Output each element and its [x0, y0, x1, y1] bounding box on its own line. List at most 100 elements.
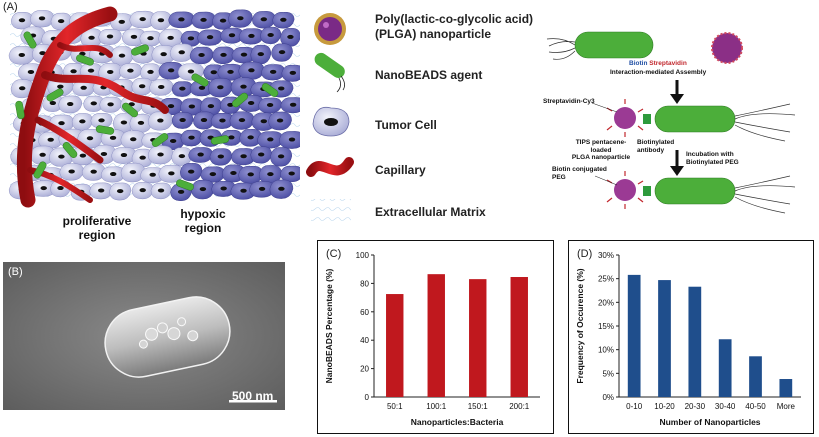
chart-d-x-tick-label: 20-30: [685, 402, 706, 411]
chart-c-bar: [386, 294, 404, 397]
cell-nucleus: [237, 16, 244, 21]
tumor-cell-icon: [312, 106, 350, 137]
nanobeads-bacterium: [232, 92, 248, 108]
nanobeads-bacterium: [62, 142, 78, 158]
cell-nucleus: [118, 19, 125, 24]
legend-ecm-text: Extracellular Matrix: [375, 205, 486, 219]
cell-nucleus: [260, 119, 267, 124]
cell-nucleus: [178, 154, 186, 159]
cell-nucleus: [80, 85, 87, 90]
cell-nucleus: [267, 33, 274, 38]
tumor-tissue-illustration: [8, 6, 300, 208]
nanobeads-bacterium: [15, 100, 25, 120]
cell-nucleus: [206, 35, 214, 40]
chart-d-x-axis-label: Number of Nanoparticles: [659, 417, 760, 427]
cell-nucleus: [288, 171, 295, 176]
cell-nucleus: [157, 188, 165, 193]
cell-nucleus: [289, 70, 297, 75]
bacterium-middle: [654, 103, 796, 142]
cell-nucleus: [287, 34, 294, 39]
chart-c-y-tick-label: 80: [360, 279, 369, 288]
proliferative-region-label: proliferative region: [62, 214, 132, 242]
cell-nucleus: [129, 170, 137, 175]
chart-c-bar: [469, 279, 487, 397]
chart-c-y-tick-label: 60: [360, 308, 369, 317]
chart-d-x-tick-label: 40-50: [745, 402, 766, 411]
cell-nucleus: [289, 102, 297, 107]
nanobeads-bacterium: [95, 125, 115, 135]
cell-nucleus: [49, 101, 57, 106]
cell-nucleus: [188, 135, 195, 140]
cell-nucleus: [228, 33, 236, 38]
cell-nucleus: [87, 68, 95, 73]
cell-nucleus: [157, 18, 165, 23]
cell-nucleus: [248, 68, 255, 73]
cell-nucleus: [90, 101, 97, 106]
cell-nucleus: [18, 18, 26, 23]
cell-nucleus: [79, 153, 87, 158]
cell-nucleus: [247, 172, 254, 177]
chart-d-y-tick-label: 20%: [598, 298, 614, 307]
cell-nucleus: [68, 169, 75, 174]
panel-a-label: (A): [3, 1, 18, 13]
cell-nucleus: [58, 121, 65, 126]
cell-nucleus: [97, 188, 105, 193]
chart-c-y-tick-label: 0: [365, 393, 370, 402]
chart-d-bar: [779, 379, 793, 397]
chart-c-y-tick-label: 20: [360, 365, 369, 374]
cell-nucleus: [240, 84, 247, 89]
chart-c-bar: [427, 274, 445, 397]
chart-d-x-tick-label: More: [777, 402, 796, 411]
cell-nucleus: [247, 135, 254, 140]
capillary: [16, 6, 118, 208]
chart-c-panel-label: (C): [326, 248, 341, 260]
cell-nucleus: [70, 69, 77, 74]
cell-nucleus: [247, 101, 255, 106]
cell-nucleus: [240, 188, 247, 193]
cell-nucleus: [57, 186, 64, 191]
cell-nucleus: [187, 169, 195, 174]
nanobeads-bacterium: [33, 161, 47, 179]
cell-nucleus: [39, 152, 46, 157]
chart-c-x-tick-label: 150:1: [468, 402, 489, 411]
chart-c-x-axis-label: Nanoparticles:Bacteria: [411, 417, 504, 427]
cell-nucleus: [98, 118, 105, 123]
chart-d-x-tick-label: 10-20: [654, 402, 675, 411]
cell-nucleus: [57, 19, 65, 24]
cell-nucleus: [197, 152, 204, 157]
cell-nucleus: [209, 172, 217, 177]
chart-c-x-tick-label: 200:1: [509, 402, 530, 411]
cell-nucleus: [288, 137, 296, 142]
cell-nucleus: [198, 85, 206, 90]
cell-nucleus: [107, 102, 114, 107]
cell-nucleus: [147, 69, 154, 74]
chart-d-y-tick-label: 25%: [598, 275, 614, 284]
legend-capillary-text: Capillary: [375, 163, 426, 177]
nanobeads-bacterium: [122, 102, 138, 118]
cell-nucleus: [116, 189, 124, 194]
scale-bar-label: 500 nm: [232, 389, 274, 403]
cell-nucleus: [169, 138, 177, 143]
cell-nucleus: [200, 118, 208, 123]
nanobeads-bacterium: [23, 31, 37, 49]
cell-nucleus: [276, 118, 284, 123]
panel-b-label: (B): [8, 266, 23, 278]
biotin-peg-label: Biotin conjugated PEG: [552, 166, 607, 181]
cell-nucleus: [219, 118, 226, 123]
nanobeads-bacterium: [210, 135, 230, 145]
down-arrow: [670, 94, 684, 104]
cell-nucleus: [280, 17, 287, 22]
cell-nucleus: [217, 154, 225, 159]
cell-nucleus: [277, 154, 285, 159]
biotinylated-antibody-label: Biotinylated antibody: [637, 139, 675, 154]
cell-nucleus: [157, 118, 164, 123]
cell-nucleus: [67, 102, 74, 107]
bacterium-top: [546, 31, 654, 60]
cell-nucleus: [179, 86, 186, 91]
nanobeads-bacterium: [261, 83, 279, 97]
cell-nucleus: [278, 86, 285, 91]
cell-nucleus: [260, 17, 268, 22]
cell-nucleus: [269, 69, 277, 74]
